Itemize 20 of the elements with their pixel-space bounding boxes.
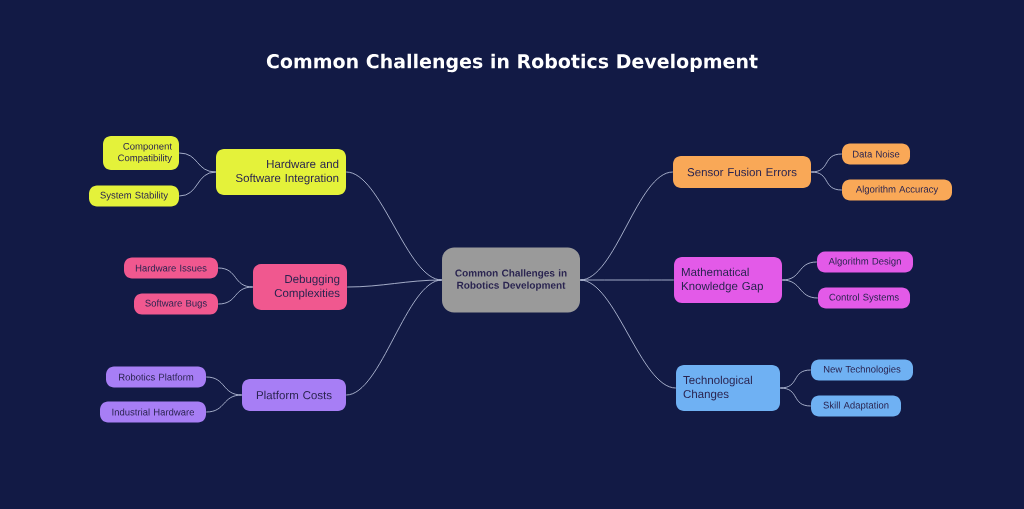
branch-box: Hardware and Software Integration [216, 149, 346, 195]
connector-line [217, 286, 254, 305]
connector-line [579, 279, 675, 281]
connector-line [781, 279, 819, 299]
branch-box: Sensor Fusion Errors [673, 156, 811, 188]
branch-box: Technological Changes [676, 365, 780, 411]
connector-line [178, 152, 217, 173]
connector-line [205, 394, 243, 413]
connector-line [346, 279, 443, 288]
branch-box: Mathematical Knowledge Gap [674, 257, 782, 303]
connector-line [779, 387, 812, 407]
branch-box: Platform Costs [242, 379, 346, 411]
central-topic-box: Common Challenges in Robotics Development [442, 247, 580, 313]
connector-line [579, 279, 677, 389]
branch-box: Debugging Complexities [253, 264, 347, 310]
connector-line [178, 171, 217, 197]
connector-line [345, 279, 443, 396]
leaf-box: Component Compatibility [103, 136, 179, 170]
connector-line [810, 171, 843, 191]
title: Common Challenges in Robotics Development [266, 53, 758, 73]
